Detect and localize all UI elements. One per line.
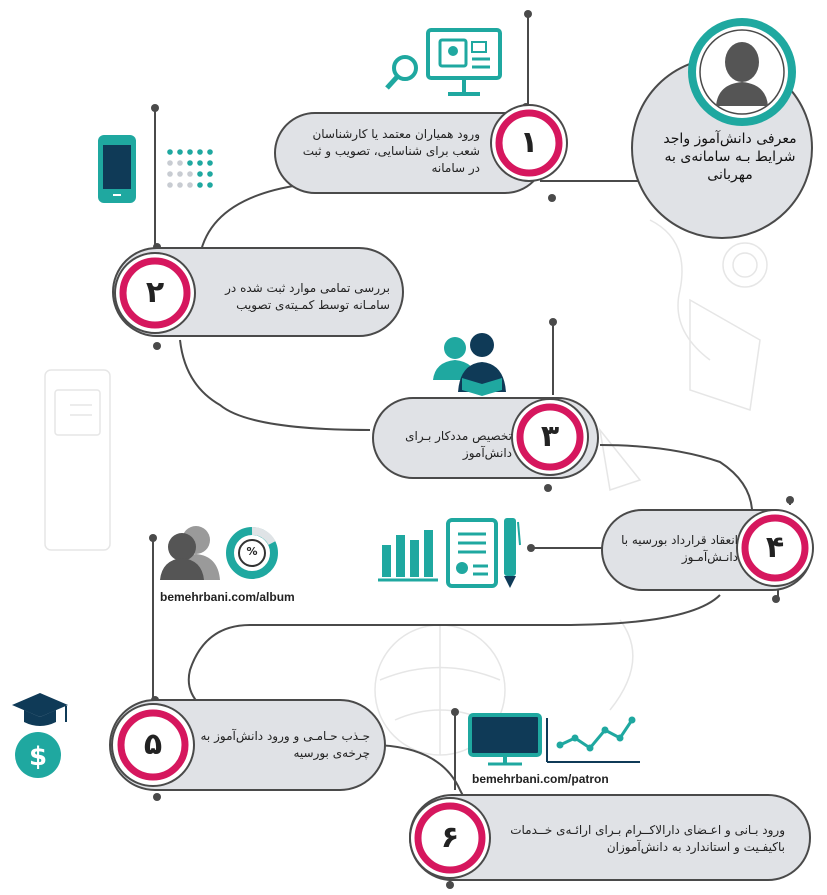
search-computer-icon — [385, 28, 502, 96]
step-2-number: ۲ — [145, 275, 165, 310]
step-3-number: ۳ — [540, 419, 560, 454]
reading-people-icon — [433, 333, 506, 396]
album-link[interactable]: bemehrbani.com/album — [160, 590, 295, 604]
pen-icon — [504, 518, 521, 588]
step-4-number: ۴ — [765, 530, 785, 565]
intro-circle — [540, 18, 813, 239]
percent-symbol: % — [246, 545, 258, 558]
step-5-text: جـذب حـامـی و ورود دانش‌آموز به چرخه‌ی ب… — [200, 729, 370, 760]
line-chart-icon — [546, 716, 640, 763]
step-6-number: ۶ — [440, 820, 460, 855]
dot-grid-icon — [167, 149, 213, 188]
contract-icon — [446, 518, 498, 588]
user-group-icon — [160, 526, 220, 580]
step-3-text: تخصیص مددکار بـرای دانش‌آموز — [405, 429, 512, 460]
bar-chart-icon — [378, 530, 438, 582]
step-1-text: ورود همیاران معتمد یا کارشناسان شعب برای… — [302, 127, 480, 175]
step-4-text: انعقاد قرارداد بورسیه با دانـش‌آمـوز — [621, 533, 738, 564]
step-5-number: ۵ — [143, 727, 163, 762]
step-6-text: ورود بـانی و اعـضای دارالاکــرام بـرای ا… — [510, 823, 785, 854]
step-1-number: ۱ — [519, 125, 539, 160]
student-avatar-icon — [716, 42, 768, 106]
patron-link[interactable]: bemehrbani.com/patron — [472, 772, 609, 786]
graduation-money-icon: $ — [12, 693, 68, 778]
monitor-icon — [468, 713, 542, 766]
step-number-rings — [111, 104, 814, 879]
smartphone-icon — [98, 135, 136, 203]
svg-text:$: $ — [29, 742, 47, 772]
step-2-text: بررسی تمامی موارد ثبت شده در سامـانه توس… — [225, 281, 390, 312]
percent-donut-icon — [226, 527, 278, 579]
intro-text: معرفی دانش‌آموز واجد شرایط بـه سامانه‌ی … — [663, 131, 797, 183]
